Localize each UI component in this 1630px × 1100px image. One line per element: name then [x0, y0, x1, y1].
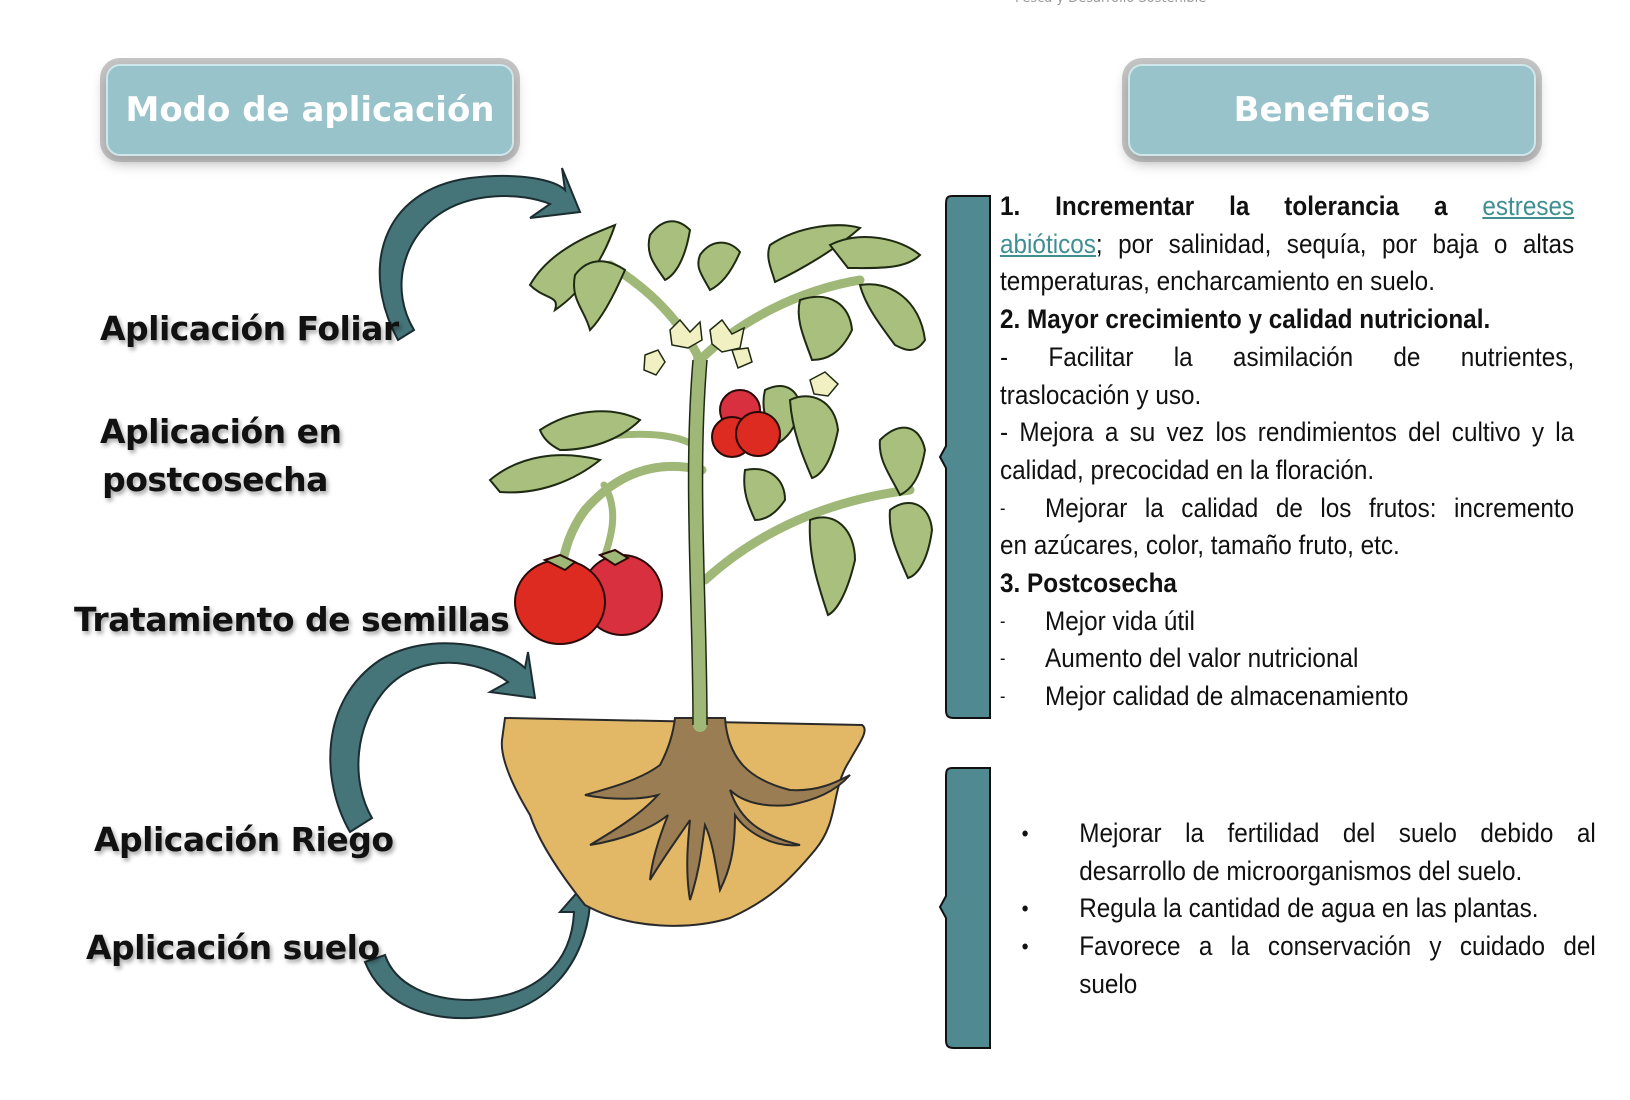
- benefit-1-line2: abióticos; por salinidad, sequía, por ba…: [1000, 226, 1574, 264]
- soil-illustration: [500, 716, 866, 927]
- benefit-2-b1-line1: - Facilitar la asimilación de nutrientes…: [1000, 341, 1575, 372]
- tomatoes: [514, 389, 781, 645]
- soil-benefit-2-line1: Regula la cantidad de agua en las planta…: [1079, 893, 1539, 924]
- benefit-1-line2-text: ; por salinidad, sequía, por baja o alta…: [1095, 228, 1575, 259]
- bullet-icon: •: [1021, 821, 1029, 846]
- soil-benefit-item: • Regula la cantidad de agua en las plan…: [1018, 890, 1596, 928]
- method-postcosecha-line1: Aplicación en: [100, 412, 342, 451]
- dash-marker: -: [1000, 497, 1006, 518]
- plant-flowers: [643, 318, 840, 397]
- method-tratamiento-semillas: Tratamiento de semillas: [74, 600, 510, 639]
- benefit-3-item: - Mejor vida útil: [1000, 603, 1574, 641]
- benefits-plant-list: 1. Incrementar la tolerancia a estreses …: [1000, 188, 1574, 716]
- method-aplicacion-postcosecha: Aplicación en postcosecha: [100, 408, 342, 504]
- benefit-3-item-text: Aumento del valor nutricional: [1045, 643, 1359, 674]
- soil-benefit-1-line1: Mejorar la fertilidad del suelo debido a…: [1079, 818, 1596, 848]
- benefit-1-line1: 1. Incrementar la tolerancia a estreses: [1000, 188, 1574, 226]
- benefit-1-title: 1. Incrementar la tolerancia a: [1000, 191, 1448, 221]
- plant-stem-outline: [687, 359, 708, 726]
- benefits-soil-list: • Mejorar la fertilidad del suelo debido…: [1018, 815, 1596, 1004]
- dash-marker: -: [1000, 610, 1006, 631]
- method-aplicacion-foliar: Aplicación Foliar: [100, 309, 399, 348]
- plant-leaves: [488, 220, 934, 617]
- header-modo-de-aplicacion: Modo de aplicación: [106, 64, 514, 156]
- benefit-3-item: - Aumento del valor nutricional: [1000, 640, 1574, 678]
- soil-benefit-item: • Favorece a la conservación y cuidado d…: [1018, 928, 1596, 1003]
- benefit-3-item-text: Mejor vida útil: [1045, 605, 1195, 636]
- dash-marker: -: [1000, 648, 1006, 669]
- curved-arrow-suelo-icon: [363, 878, 608, 1020]
- method-postcosecha-line2: postcosecha: [102, 460, 328, 499]
- link-estreses-abioticos[interactable]: estreses: [1482, 191, 1575, 221]
- plant-stem: [556, 260, 915, 732]
- soil-benefit-item: • Mejorar la fertilidad del suelo debido…: [1018, 815, 1596, 890]
- link-abioticos[interactable]: abióticos: [1000, 228, 1096, 259]
- top-caption-cut: Pesca y Desarrollo Sostenible: [1015, 0, 1206, 6]
- benefit-1-line3: temperaturas, encharcamiento en suelo.: [1000, 266, 1435, 297]
- benefit-2-b2-line2: calidad, precocidad en la floración.: [1000, 454, 1375, 485]
- method-aplicacion-suelo: Aplicación suelo: [86, 928, 380, 967]
- header-beneficios: Beneficios: [1128, 64, 1536, 156]
- benefit-3-item-text: Mejor calidad de almacenamiento: [1045, 681, 1409, 712]
- dash-marker: -: [1000, 686, 1006, 707]
- soil-benefit-3-line1: Favorece a la conservación y cuidado del: [1079, 931, 1596, 962]
- bullet-icon: •: [1021, 934, 1029, 960]
- bracket-soil-benefits: [938, 767, 991, 1049]
- benefit-2-b3: - Mejorar la calidad de los frutos: incr…: [1000, 490, 1574, 528]
- header-beneficios-label: Beneficios: [1233, 90, 1431, 130]
- soil-benefit-1-line2: desarrollo de microorganismos del suelo.: [1079, 855, 1523, 886]
- benefit-3-title: 3. Postcosecha: [1000, 568, 1177, 599]
- curved-arrow-riego-icon: [329, 642, 537, 834]
- benefit-2-title: 2. Mayor crecimiento y calidad nutricion…: [1000, 304, 1491, 335]
- benefit-2-b1-line2: traslocación y uso.: [1000, 379, 1202, 410]
- curved-arrow-foliar-icon: [378, 167, 582, 342]
- header-modo-label: Modo de aplicación: [125, 90, 495, 130]
- soil-benefit-3-line2: suelo: [1079, 968, 1138, 999]
- benefit-2-b2-line1: - Mejora a su vez los rendimientos del c…: [1000, 417, 1575, 448]
- bullet-icon: •: [1021, 896, 1029, 922]
- bracket-plant-benefits: [938, 195, 991, 719]
- benefit-3-item: - Mejor calidad de almacenamiento: [1000, 678, 1574, 716]
- method-aplicacion-riego: Aplicación Riego: [94, 820, 394, 859]
- benefit-2-b3-line2: en azúcares, color, tamaño fruto, etc.: [1000, 530, 1400, 561]
- benefit-2-b3-line1: Mejorar la calidad de los frutos: increm…: [1045, 492, 1575, 523]
